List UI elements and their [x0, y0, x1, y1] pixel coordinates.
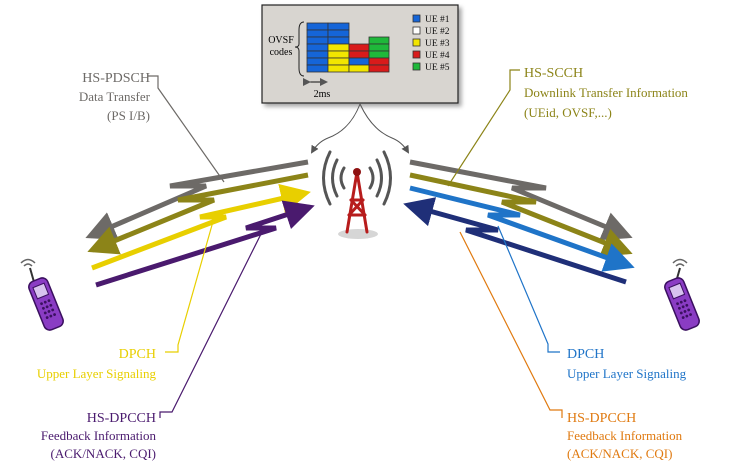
mobile-phone-icon-left: [20, 258, 64, 331]
leader-lines: [148, 69, 563, 418]
hs-dpcch-left-line2: (ACK/NACK, CQI): [51, 446, 156, 461]
arrow-hs-pdsch-right: [409, 159, 633, 241]
arrow-hs-dpcch-left: [95, 200, 315, 288]
hs-dpcch-left-line1: Feedback Information: [41, 428, 157, 443]
arrow-hs-dpcch-right: [403, 197, 627, 285]
mobile-phone-icon-right: [664, 258, 700, 331]
box-to-tower-connector-right: [359, 103, 410, 154]
hs-pdsch-line2: (PS I/B): [107, 108, 150, 123]
legend-label-2: UE #2: [425, 27, 450, 37]
cell-tower-icon: [322, 150, 392, 239]
dpch-right-title: DPCH: [567, 347, 604, 362]
legend-swatch-3: [412, 38, 421, 47]
leader-hs-scch: [447, 69, 520, 187]
label-hs-pdsch: HS-PDSCH Data Transfer (PS I/B): [79, 71, 151, 123]
leader-dpch-right: [497, 225, 560, 353]
ovsf-codes-label-2: codes: [270, 47, 293, 58]
hs-scch-line1: Downlink Transfer Information: [524, 85, 688, 100]
left-link-arrows: [85, 159, 315, 288]
ovsf-box: OVSF codes: [261, 4, 459, 104]
dpch-right-line1: Upper Layer Signaling: [567, 366, 687, 381]
hs-scch-line2: (UEid, OVSF,...): [524, 105, 612, 120]
ovsf-codes-label-1: OVSF: [268, 35, 294, 46]
label-hs-dpcch-right: HS-DPCCH Feedback Information (ACK/NACK,…: [567, 411, 683, 461]
label-hs-scch: HS-SCCH Downlink Transfer Information (U…: [524, 66, 688, 120]
ovsf-brace: [294, 21, 305, 77]
leader-hs-dpcch-left: [159, 231, 263, 418]
legend-label-3: UE #3: [425, 39, 450, 49]
dpch-left-title: DPCH: [119, 347, 156, 362]
hs-dpcch-right-line1: Feedback Information: [567, 428, 683, 443]
hs-pdsch-title: HS-PDSCH: [82, 71, 150, 86]
ue-legend: UE #1 UE #2 UE #3 UE #4 UE #5: [412, 14, 450, 73]
label-dpch-right: DPCH Upper Layer Signaling: [567, 347, 687, 381]
time-span-label: 2ms: [314, 89, 331, 100]
arrow-dpch-left: [91, 183, 311, 271]
legend-swatch-4: [412, 50, 421, 59]
hs-scch-title: HS-SCCH: [524, 66, 583, 81]
legend-swatch-5: [412, 62, 421, 71]
arrow-dpch-right: [409, 185, 635, 272]
hs-pdsch-line1: Data Transfer: [79, 89, 151, 104]
label-hs-dpcch-left: HS-DPCCH Feedback Information (ACK/NACK,…: [41, 411, 157, 461]
legend-label-1: UE #1: [425, 15, 450, 25]
label-dpch-left: DPCH Upper Layer Signaling: [37, 347, 157, 381]
hs-dpcch-left-title: HS-DPCCH: [87, 411, 156, 426]
hs-dpcch-right-title: HS-DPCCH: [567, 411, 636, 426]
legend-swatch-2: [412, 26, 421, 35]
hs-dpcch-right-line2: (ACK/NACK, CQI): [567, 446, 672, 461]
arrow-hs-scch-left: [87, 172, 309, 255]
box-to-tower-connector-left: [310, 103, 361, 154]
leader-dpch-left: [165, 217, 215, 353]
arrow-hs-pdsch-left: [85, 159, 309, 240]
legend-label-5: UE #5: [425, 63, 450, 73]
ovsf-code-grid: [306, 22, 390, 73]
leader-hs-dpcch-right: [459, 231, 563, 418]
right-link-arrows: [403, 159, 635, 285]
leader-hs-pdsch: [148, 75, 225, 183]
arrow-hs-scch-right: [409, 172, 633, 257]
legend-label-4: UE #4: [425, 51, 450, 61]
legend-swatch-1: [412, 14, 421, 23]
dpch-left-line1: Upper Layer Signaling: [37, 366, 157, 381]
